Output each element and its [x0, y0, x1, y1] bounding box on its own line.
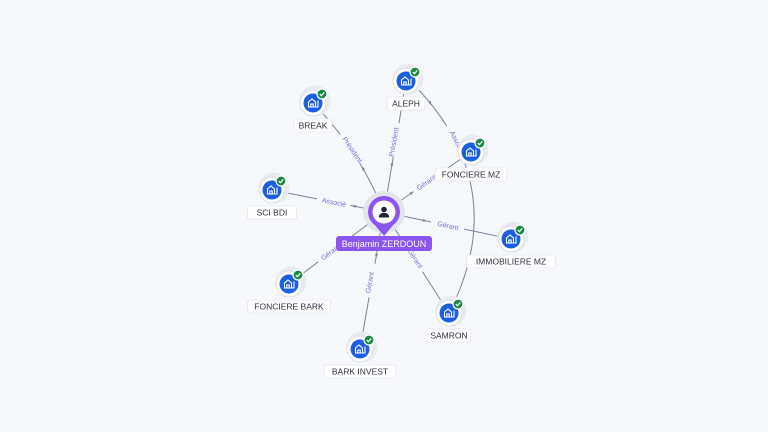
- company-node-circle: [262, 180, 282, 200]
- company-node-label: SCI BDI: [257, 208, 288, 218]
- check-mark-icon: [295, 273, 301, 278]
- company-node-circle: [303, 93, 323, 113]
- verified-check-icon: [452, 298, 464, 310]
- check-mark-icon: [455, 302, 461, 307]
- company-node-sci-bdi[interactable]: SCI BDI: [246, 172, 297, 220]
- edge-label-background: [338, 132, 364, 165]
- company-node-immobiliere-mz[interactable]: IMMOBILIERE MZ: [466, 221, 556, 269]
- edge-label: Président: [389, 127, 401, 157]
- company-node-circle: [439, 303, 459, 323]
- company-node-aleph[interactable]: ALEPH: [386, 63, 426, 111]
- company-icon: [354, 344, 366, 354]
- edge-label: Président: [340, 136, 362, 164]
- verified-check-icon: [474, 137, 486, 149]
- check-mark-icon: [477, 141, 483, 146]
- company-icon: [505, 234, 517, 244]
- verified-check-icon: [409, 66, 421, 78]
- company-node-circle: [461, 142, 481, 162]
- edge-arrow: [351, 204, 357, 208]
- edge-label-background: [316, 194, 351, 209]
- company-node-circle: [350, 339, 370, 359]
- edge-arrow: [375, 253, 379, 259]
- nodes-layer: BREAK ALEPH FONCIERE MZ SCI BDI IMMOBILIERE …: [246, 63, 556, 379]
- company-node-label-background: [434, 167, 508, 182]
- edge-samron: Associé: [417, 88, 475, 314]
- verified-check-icon: [275, 175, 287, 187]
- edge-arrow: [428, 100, 432, 106]
- edge-arrow: [422, 218, 428, 222]
- company-node-label-background: [246, 205, 297, 220]
- company-node-circle: [396, 71, 416, 91]
- company-node-label: BREAK: [299, 121, 328, 131]
- company-node-break[interactable]: BREAK: [293, 85, 333, 133]
- company-node-fonciere-mz[interactable]: FONCIERE MZ: [434, 134, 508, 182]
- center-node-label-background: [336, 236, 432, 251]
- check-mark-icon: [517, 228, 523, 233]
- edge-label-background: [388, 122, 403, 158]
- edge-label: Gérant: [365, 272, 376, 294]
- verified-check-icon: [316, 88, 328, 100]
- center-node-label: Benjamin ZERDOUN: [342, 239, 427, 249]
- company-node-fonciere-bark[interactable]: FONCIERE BARK: [247, 266, 331, 314]
- edge-arrow: [390, 161, 394, 166]
- company-node-label-background: [386, 96, 426, 111]
- company-icon: [266, 185, 278, 195]
- edge-arrow: [361, 166, 366, 171]
- company-node-label-background: [247, 299, 331, 314]
- check-mark-icon: [319, 92, 325, 97]
- company-icon: [400, 76, 412, 86]
- company-node-circle: [501, 229, 521, 249]
- check-mark-icon: [366, 338, 372, 343]
- company-node-label: SAMRON: [430, 331, 467, 341]
- company-node-label: FONCIERE MZ: [442, 170, 501, 180]
- verified-check-icon: [292, 269, 304, 281]
- edge-line: [417, 88, 475, 314]
- company-node-label-background: [323, 364, 397, 379]
- company-node-label-background: [426, 328, 472, 343]
- company-node-label: IMMOBILIERE MZ: [476, 257, 546, 267]
- verified-check-icon: [363, 334, 375, 346]
- edge-label-background: [430, 217, 465, 233]
- company-node-label-background: [466, 254, 556, 269]
- company-node-label: BARK INVEST: [332, 367, 388, 377]
- company-icon: [307, 98, 319, 108]
- company-node-bark-invest[interactable]: BARK INVEST: [323, 331, 397, 379]
- edge-arrow: [409, 191, 414, 196]
- check-mark-icon: [412, 70, 418, 75]
- company-icon: [283, 279, 295, 289]
- edge-label: Gérant: [437, 221, 459, 232]
- edge-label: Associé: [321, 197, 347, 209]
- company-node-label-background: [293, 118, 333, 133]
- edge-label-background: [364, 263, 379, 298]
- check-mark-icon: [278, 179, 284, 184]
- company-node-samron[interactable]: SAMRON: [426, 295, 472, 343]
- verified-check-icon: [514, 224, 526, 236]
- company-node-label: ALEPH: [392, 99, 420, 109]
- company-node-label: FONCIERE BARK: [254, 302, 324, 312]
- company-icon: [443, 308, 455, 318]
- company-node-circle: [279, 274, 299, 294]
- company-icon: [465, 147, 477, 157]
- person-icon: [378, 206, 390, 218]
- center-node[interactable]: Benjamin ZERDOUN: [336, 191, 432, 251]
